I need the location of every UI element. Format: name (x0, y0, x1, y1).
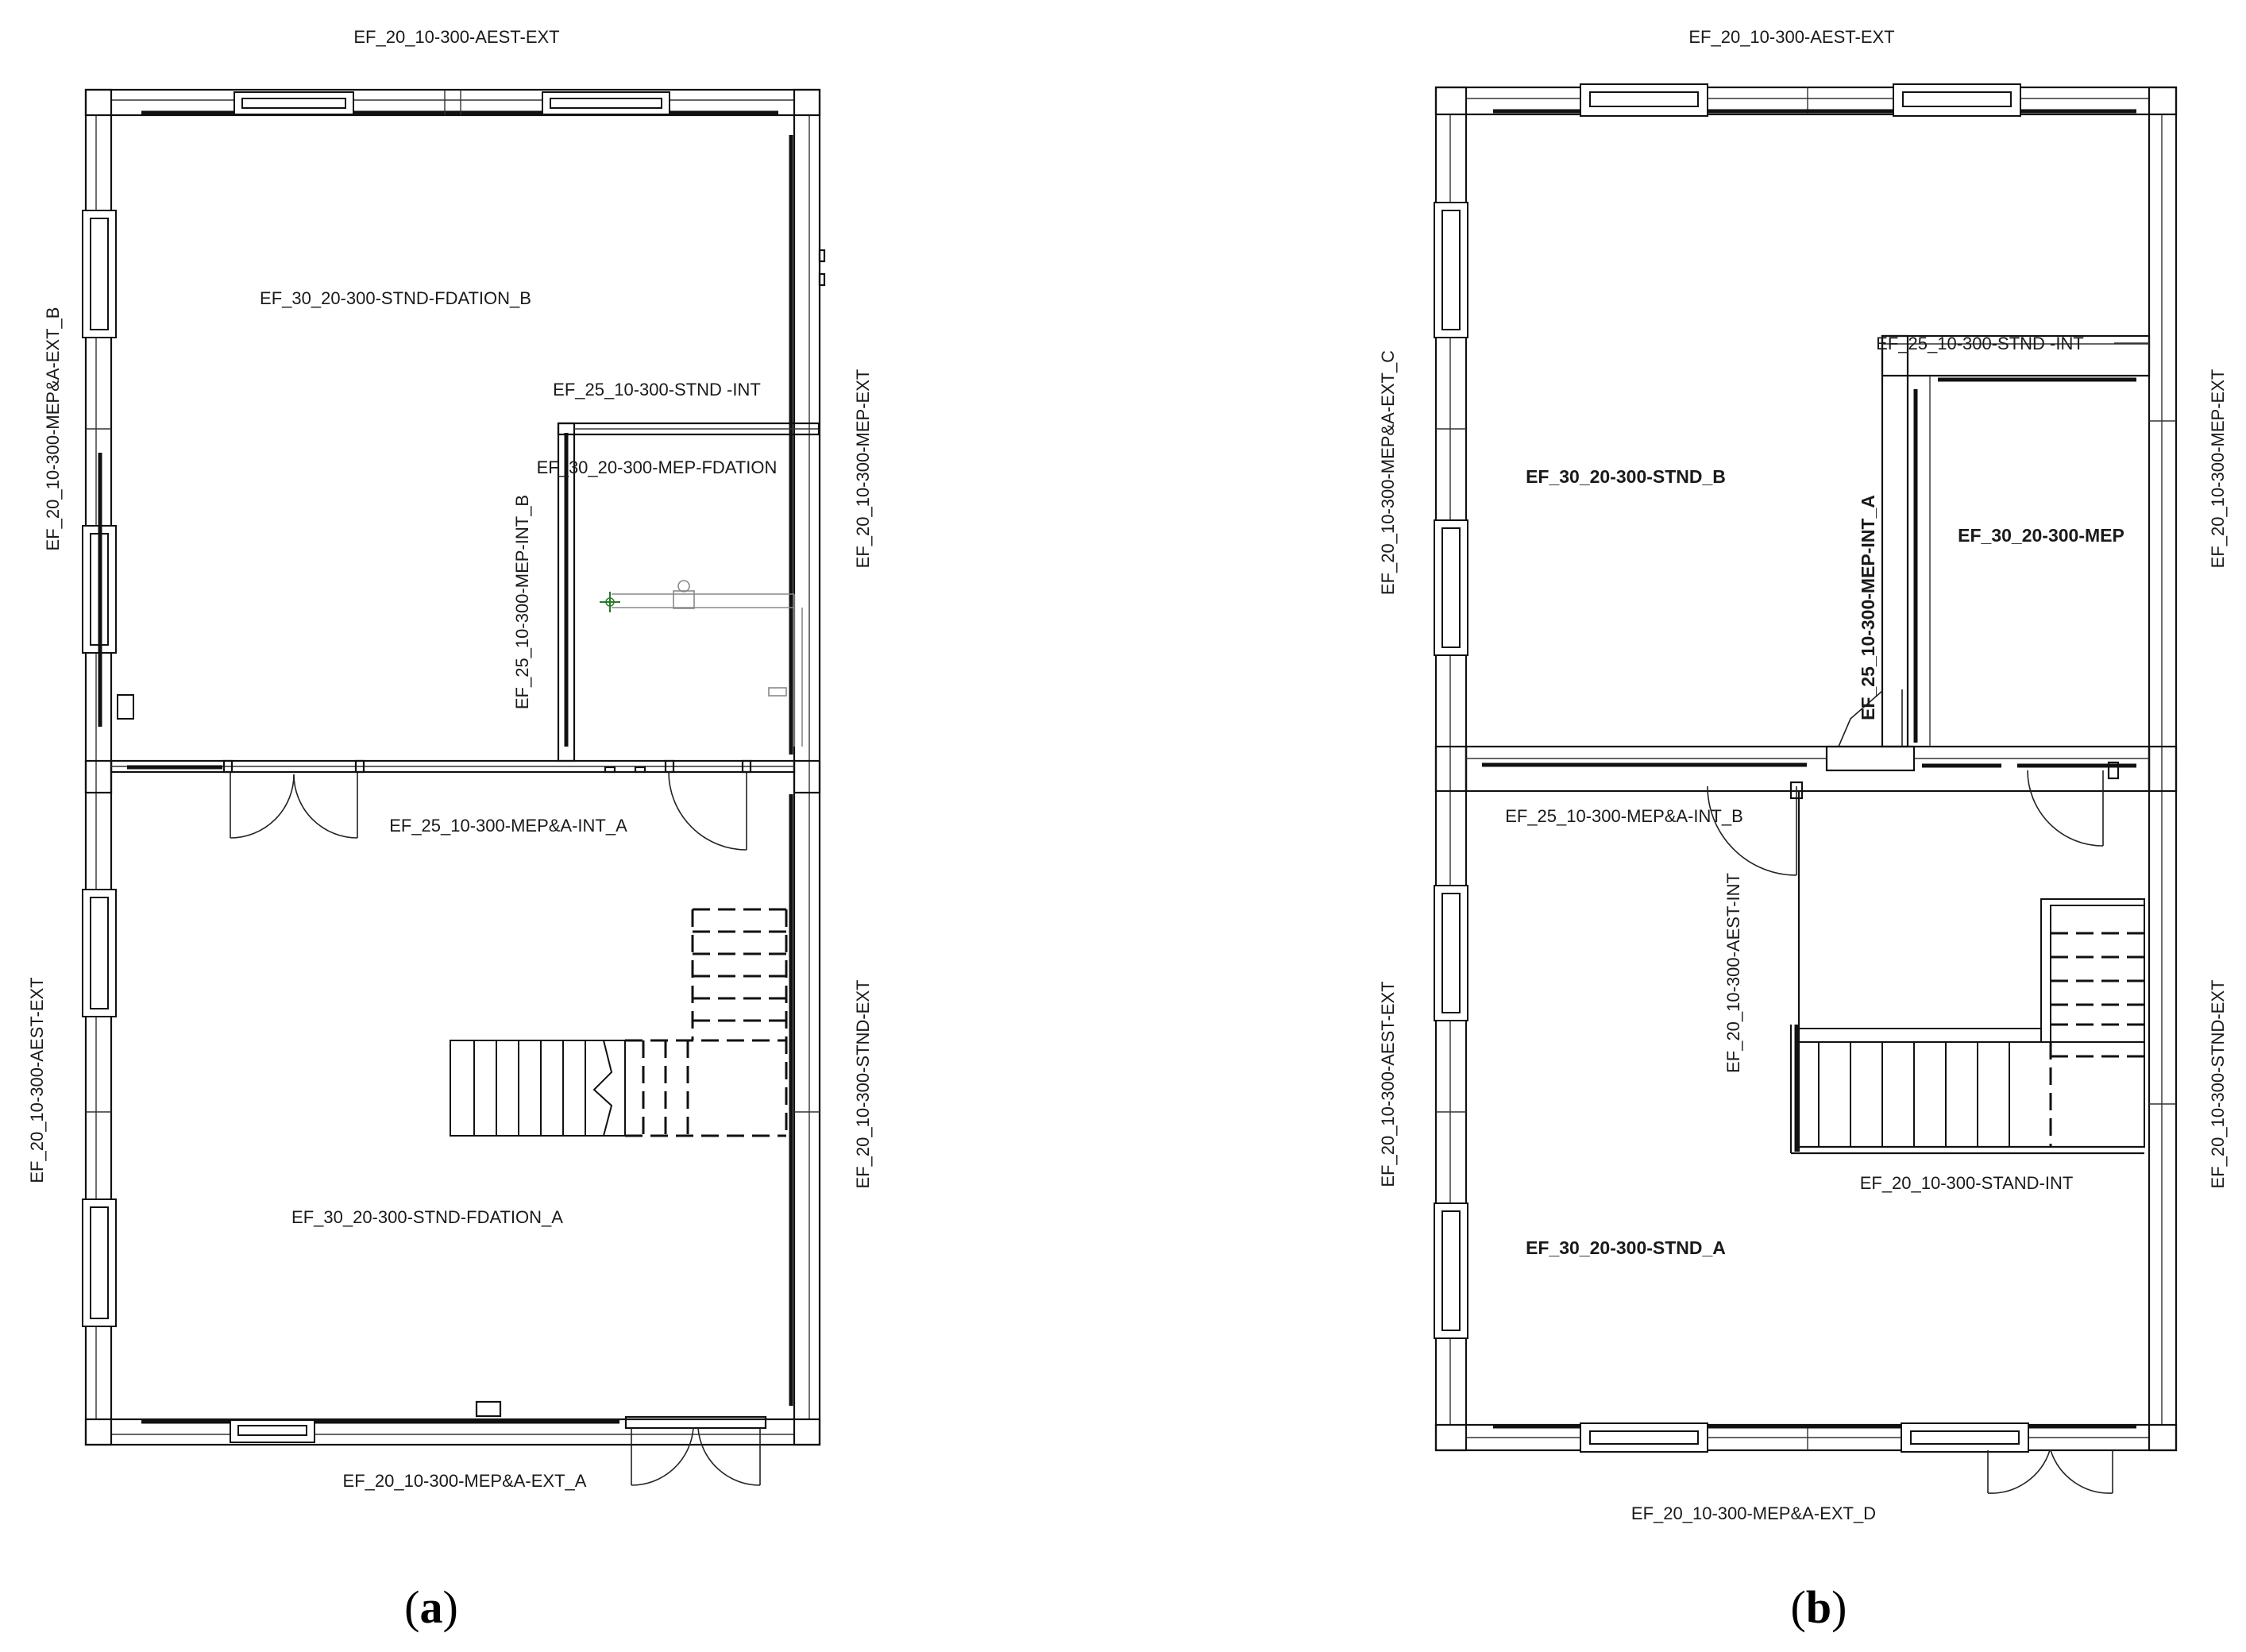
label-b-right-lower: EF_20_10-300-STND-EXT (2208, 980, 2228, 1189)
label-a-bottom: EF_20_10-300-MEP&A-EXT_A (343, 1471, 587, 1491)
door-a-middle-double (222, 759, 365, 839)
label-b-left-lower: EF_20_10-300-AEST-EXT (1378, 981, 1398, 1187)
label-a-left-lower: EF_20_10-300-AEST-EXT (27, 977, 47, 1183)
stairs-a (450, 908, 788, 1137)
door-b-mep (1825, 745, 1916, 772)
label-b-stair-wall: EF_20_10-300-STAND-INT (1860, 1173, 2074, 1193)
label-a-interior-wall-vertical: EF_25_10-300-MEP-INT_B (512, 495, 532, 709)
label-b-left-upper: EF_20_10-300-MEP&A-EXT_C (1378, 350, 1398, 595)
label-a-left-upper: EF_20_10-300-MEP&A-EXT_B (43, 307, 63, 551)
label-b-room-mep: EF_30_20-300-MEP (1958, 525, 2124, 546)
interior-wall-b-vertical (1881, 334, 1909, 748)
door-a-bottom-double (624, 1415, 767, 1486)
door-b-stair (1707, 781, 1804, 876)
label-a-interior-wall-top: EF_25_10-300-STND -INT (553, 380, 761, 399)
label-a-room-upper: EF_30_20-300-STND-FDATION_B (260, 288, 531, 308)
label-b-room-upper: EF_30_20-300-STND_B (1526, 466, 1726, 487)
caption-a: (a) (404, 1581, 458, 1633)
label-a-right-lower: EF_20_10-300-STND-EXT (853, 980, 873, 1189)
door-b-bottom-double (1987, 1449, 2113, 1494)
interior-wall-a-top (557, 422, 820, 436)
label-a-room-lower: EF_30_20-300-STND-FDATION_A (291, 1207, 563, 1227)
label-b-room-lower: EF_30_20-300-STND_A (1526, 1237, 1726, 1258)
panel-a: EF_20_10-300-AEST-EXT EF_20_10-300-MEP&A… (27, 27, 873, 1633)
label-b-interior-wall-vertical: EF_25_10-300-MEP-INT_A (1858, 495, 1878, 720)
label-b-top: EF_20_10-300-AEST-EXT (1688, 27, 1894, 47)
caption-b: (b) (1791, 1581, 1847, 1633)
door-b-middle-right (2027, 761, 2120, 847)
label-a-room-mep: EF_30_20-300-MEP-FDATION (537, 457, 778, 477)
label-a-right-upper: EF_20_10-300-MEP-EXT (853, 369, 873, 569)
panel-b: EF_20_10-300-AEST-EXT EF_20_10-300-MEP&A… (1378, 27, 2228, 1633)
label-b-right-upper: EF_20_10-300-MEP-EXT (2208, 369, 2228, 569)
label-b-interior-wall-middle: EF_25_10-300-MEP&A-INT_B (1505, 806, 1743, 826)
label-a-top: EF_20_10-300-AEST-EXT (353, 27, 559, 47)
label-b-interior-wall-top: EF_25_10-300-STND -INT (1876, 334, 2084, 353)
interior-wall-b-middle (1465, 745, 2151, 793)
stairs-b (1798, 898, 2145, 1148)
label-b-stair-wall-vertical: EF_20_10-300-AEST-INT (1723, 873, 1743, 1073)
label-b-bottom: EF_20_10-300-MEP&A-EXT_D (1631, 1503, 1876, 1523)
door-a-middle-right (664, 759, 752, 851)
label-a-interior-wall-middle: EF_25_10-300-MEP&A-INT_A (389, 816, 627, 836)
exterior-wall-inner-b (1465, 113, 2151, 1426)
